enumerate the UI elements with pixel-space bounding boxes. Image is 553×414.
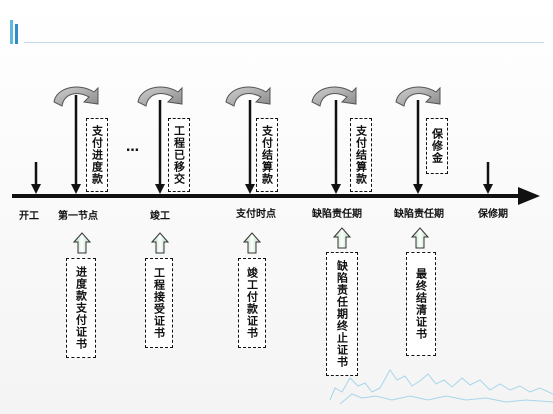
payment-box-label: 支付结算款	[354, 125, 368, 185]
axis-label-warranty: 保修期	[478, 209, 508, 220]
certificate-box-label: 工程接受证书	[152, 267, 166, 339]
payment-box-label: 保修金	[430, 128, 444, 164]
payment-box-handover: 工程已移交	[168, 118, 190, 192]
payment-box-label: 支付进度款	[90, 125, 104, 185]
certificate-box-progress: 进度款支付证书	[66, 258, 96, 358]
certificate-box-defect-end: 缺陷责任期终止证书	[326, 252, 358, 376]
axis-label-completion: 竣工	[150, 211, 170, 222]
certificate-box-label: 最终结清证书	[414, 268, 428, 340]
ellipsis: …	[126, 140, 141, 155]
title-divider	[24, 42, 544, 43]
payment-box-settlement-2: 支付结算款	[350, 118, 372, 192]
axis-label-start: 开工	[19, 211, 39, 222]
certificate-box-acceptance: 工程接受证书	[145, 258, 173, 348]
curl-arrows	[53, 86, 441, 107]
skyline-decoration	[329, 369, 553, 405]
axis-label-first-node: 第一节点	[58, 211, 98, 222]
certificate-box-final-settlement: 最终结清证书	[406, 252, 436, 356]
certificate-box-label: 竣工付款证书	[245, 267, 259, 339]
certificate-box-completion-payment: 竣工付款证书	[238, 258, 266, 348]
payment-box-settlement-1: 支付结算款	[256, 118, 278, 192]
payment-box-label: 工程已移交	[172, 125, 186, 185]
axis-label-defect-period-1: 缺陷责任期	[312, 209, 362, 220]
axis-label-defect-period-2: 缺陷责任期	[394, 209, 444, 220]
timeline-axis	[12, 187, 540, 205]
certificate-box-label: 进度款支付证书	[74, 266, 88, 350]
certificate-box-label: 缺陷责任期终止证书	[335, 260, 349, 368]
down-arrows	[31, 95, 493, 194]
payment-box-label: 支付结算款	[260, 125, 274, 185]
axis-label-payment-time: 支付时点	[236, 209, 276, 220]
payment-box-progress: 支付进度款	[86, 118, 108, 192]
up-arrows	[73, 227, 429, 254]
payment-box-retention: 保修金	[426, 118, 448, 174]
corner-accent	[10, 20, 20, 44]
